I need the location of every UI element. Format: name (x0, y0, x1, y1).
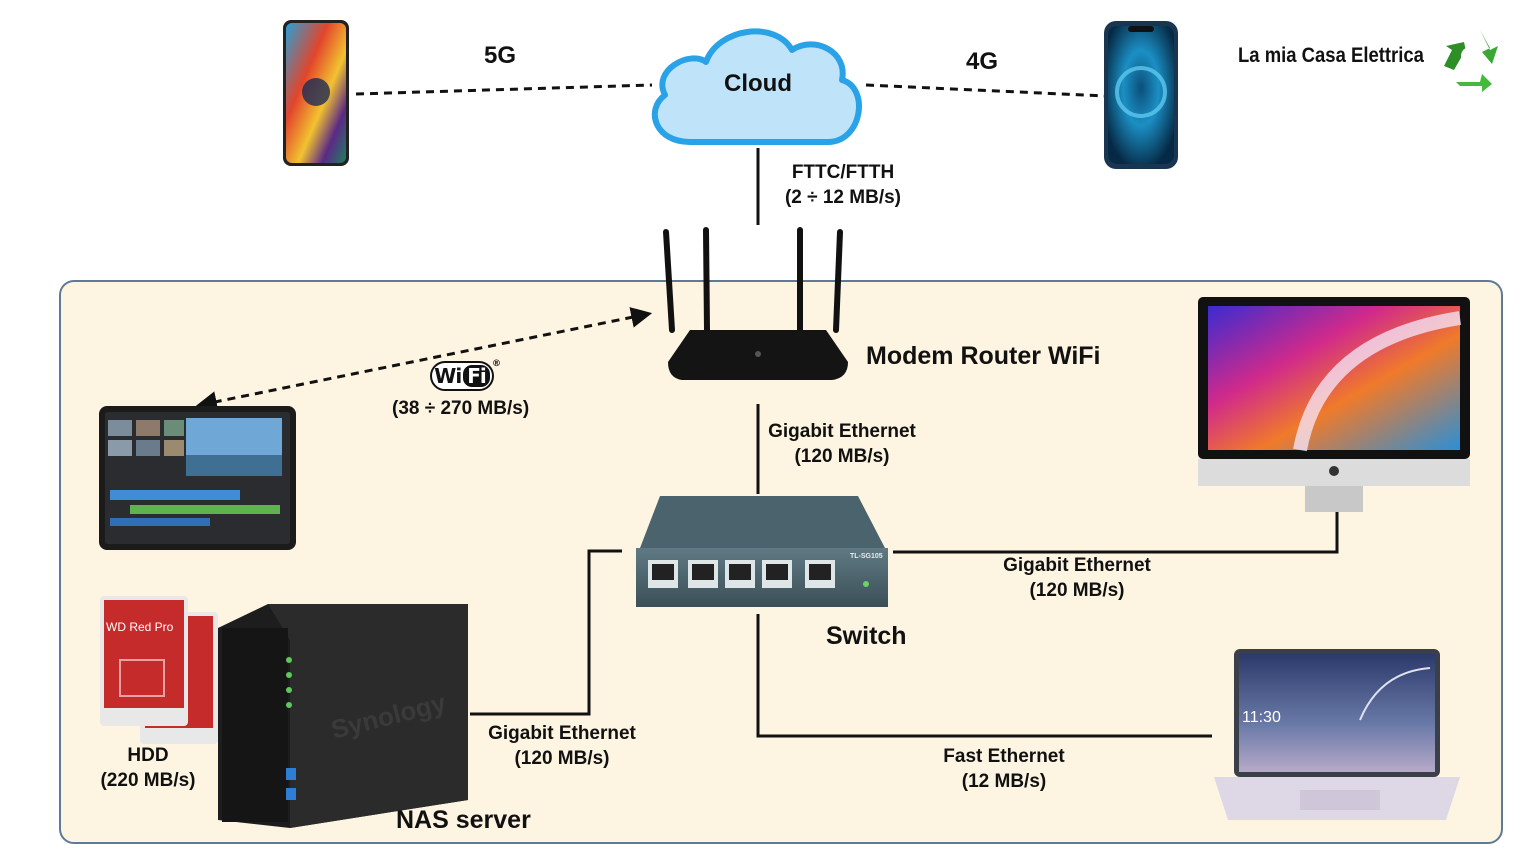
switch-nas-link-label: Gigabit Ethernet (120 MB/s) (484, 722, 640, 771)
internet-link-type: FTTC/FTTH (791, 162, 895, 183)
imac (1198, 297, 1470, 512)
cloud-label: Cloud (724, 70, 792, 97)
switch-label: Switch (826, 622, 907, 650)
laptop-time: 11:30 (1242, 709, 1281, 726)
switch-laptop-link-type: Fast Ethernet (943, 746, 1065, 767)
switch-laptop-link-speed: (12 MB/s) (961, 770, 1047, 792)
link-4g-label: 4G (966, 48, 999, 75)
switch-model: TL-SG105 (850, 553, 883, 560)
hdd-label: HDD (220 MB/s) (92, 744, 204, 793)
smartphone-left (283, 20, 349, 166)
switch-nas-link-type: Gigabit Ethernet (488, 723, 636, 744)
link-wifi (195, 307, 653, 412)
switch-imac-link-speed: (120 MB/s) (1029, 579, 1125, 601)
tablet (99, 406, 296, 550)
switch-imac-link-type: Gigabit Ethernet (1003, 555, 1151, 576)
link-switch-laptop (756, 614, 1212, 738)
nas-label: NAS server (396, 806, 531, 834)
recycle-icon (1444, 30, 1498, 92)
switch-imac-link-label: Gigabit Ethernet (120 MB/s) (998, 554, 1156, 603)
router-switch-link-type: Gigabit Ethernet (768, 421, 916, 442)
hdd-drive-label: WD Red Pro (106, 620, 174, 634)
link-switch-imac (893, 512, 1339, 554)
brand-name: La mia Casa Elettrica (1238, 44, 1424, 67)
nas-server (218, 604, 468, 828)
wifi-logo-left: Wi (434, 364, 462, 388)
internet-link-label: FTTC/FTTH (2 ÷ 12 MB/s) (778, 161, 908, 210)
switch-laptop-link-label: Fast Ethernet (12 MB/s) (936, 745, 1072, 794)
router (663, 227, 848, 380)
wifi-link-speed: (38 ÷ 270 MB/s) (392, 398, 530, 419)
router-switch-link-speed: (120 MB/s) (794, 445, 890, 467)
switch-nas-link-speed: (120 MB/s) (514, 747, 610, 769)
switch (636, 496, 888, 607)
wifi-logo-right: Fi (463, 365, 490, 387)
router-label: Modem Router WiFi (866, 342, 1101, 370)
link-5g (355, 83, 653, 96)
router-switch-link-label: Gigabit Ethernet (120 MB/s) (764, 420, 920, 469)
link-switch-nas (470, 549, 622, 716)
laptop (1214, 649, 1460, 820)
hdd-title: HDD (127, 745, 169, 766)
link-4g (865, 83, 1107, 98)
smartphone-right (1104, 21, 1178, 169)
cloud-shape (651, 28, 862, 145)
internet-link-speed: (2 ÷ 12 MB/s) (784, 186, 901, 208)
link-5g-label: 5G (484, 42, 517, 69)
hdd-drives (100, 596, 218, 744)
hdd-speed: (220 MB/s) (100, 769, 196, 791)
